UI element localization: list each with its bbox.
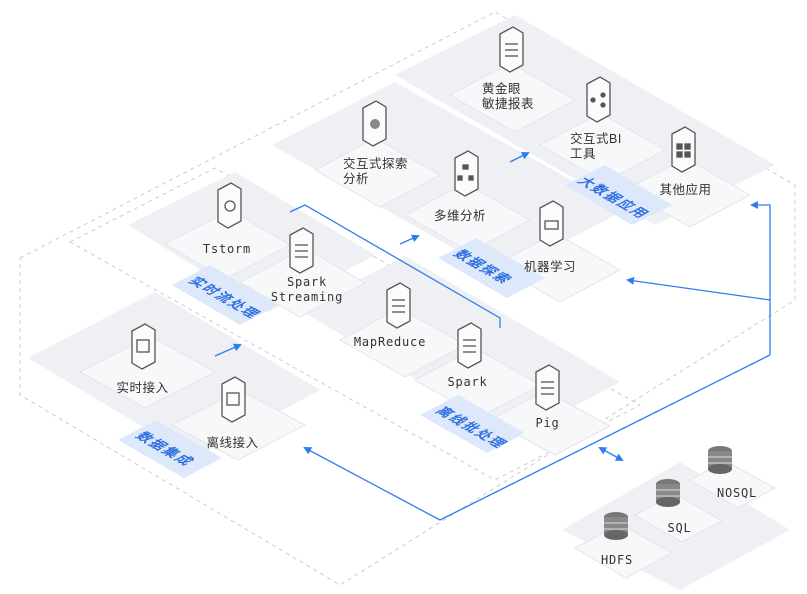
chip-icon xyxy=(131,323,156,370)
eye-icon xyxy=(217,182,242,229)
flow-storage-to-exploration xyxy=(626,276,771,355)
node-label-interactive-bi: 交互式BI 工具 xyxy=(570,132,622,161)
database-icon xyxy=(708,446,732,474)
document-icon xyxy=(386,282,411,329)
hierarchy-icon xyxy=(454,150,479,197)
flow-exploration-to-application xyxy=(509,152,530,163)
node-label-mapreduce: MapReduce xyxy=(353,335,427,349)
node-label-hdfs: HDFS xyxy=(600,553,634,567)
node-label-other-apps: 其他应用 xyxy=(659,183,712,197)
node-label-spark: Spark xyxy=(447,375,488,389)
node-label-machine-learning: 机器学习 xyxy=(523,260,576,274)
document-icon xyxy=(457,322,482,369)
node-label-nosql: NOSQL xyxy=(716,486,758,500)
node-label-pig: Pig xyxy=(535,416,560,430)
node-label-olap: 多维分析 xyxy=(433,209,486,223)
flow-storage-to-application xyxy=(750,201,771,300)
flow-storage-to-integration xyxy=(303,354,771,521)
outer-boundary xyxy=(19,11,796,586)
node-label-tstorm: Tstorm xyxy=(202,242,252,256)
flow-storage-batch xyxy=(598,447,624,461)
platform-exploration xyxy=(272,82,625,275)
chip-icon xyxy=(221,376,246,423)
database-icon xyxy=(656,479,680,507)
flow-processing-to-exploration xyxy=(399,234,420,245)
node-label-offline-ingest: 离线接入 xyxy=(206,436,259,450)
processing-boundary xyxy=(68,167,642,481)
node-label-spark-streaming: Spark Streaming xyxy=(270,275,344,304)
node-label-realtime-ingest: 实时接入 xyxy=(116,381,169,395)
database-icon xyxy=(604,512,628,540)
document-icon xyxy=(289,227,314,274)
document-icon xyxy=(535,364,560,411)
magnifier-icon xyxy=(362,100,387,147)
robot-icon xyxy=(539,200,564,247)
flow-realtime-batch-link xyxy=(289,204,501,328)
report-icon xyxy=(499,26,524,73)
share-icon xyxy=(586,76,611,123)
flow-integration-up xyxy=(214,343,242,357)
node-label-interactive-explore: 交互式探索 分析 xyxy=(343,157,409,186)
node-label-sql: SQL xyxy=(667,521,692,535)
grid-icon xyxy=(671,126,696,173)
node-label-golden-eye-report: 黄金眼 敏捷报表 xyxy=(482,82,535,111)
